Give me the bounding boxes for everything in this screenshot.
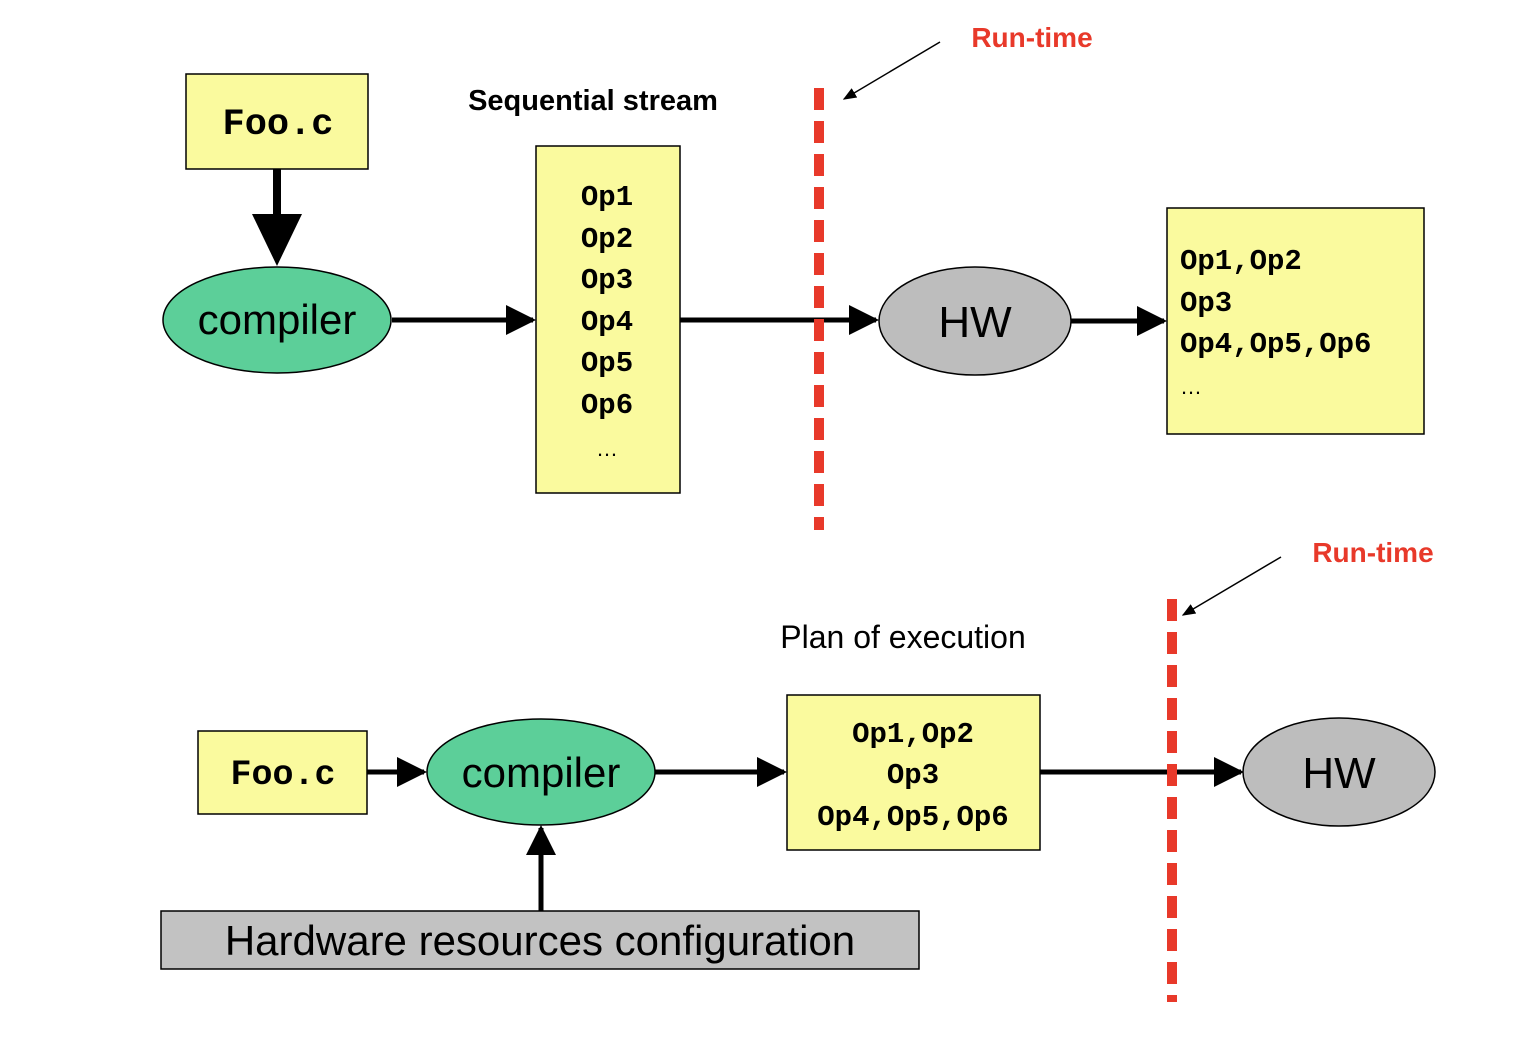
top-diagram: Foo.c compiler Sequential stream Op1 Op2… [162, 22, 1425, 530]
top-hw: HW [878, 266, 1072, 376]
top-stream-op: Op4 [581, 306, 633, 339]
top-stream-op: … [596, 436, 618, 461]
bottom-hw: HW [1242, 717, 1436, 827]
top-stream-op: Op2 [581, 223, 633, 256]
top-stream-op: Op5 [581, 347, 633, 380]
top-output-box: Op1,Op2 Op3 Op4,Op5,Op6 … [1166, 207, 1425, 435]
top-source-box: Foo.c [185, 73, 369, 170]
bottom-config-box: Hardware resources configuration [160, 910, 920, 970]
bottom-plan-op: Op4,Op5,Op6 [817, 801, 1008, 834]
bottom-diagram: Foo.c compiler Plan of execution Op1,Op2… [160, 537, 1436, 1002]
top-stream-box: Op1 Op2 Op3 Op4 Op5 Op6 … [535, 145, 681, 494]
top-stream-op: Op3 [581, 264, 633, 297]
top-stream-op: Op1 [581, 181, 633, 214]
bottom-plan-op: Op3 [887, 759, 939, 792]
bottom-hw-label: HW [1302, 749, 1376, 798]
bottom-config-label: Hardware resources configuration [225, 917, 855, 964]
top-stream-title: Sequential stream [468, 85, 718, 117]
top-compiler: compiler [162, 266, 392, 374]
bottom-plan-title: Plan of execution [780, 619, 1026, 655]
top-stream-op: Op6 [581, 389, 633, 422]
top-compiler-label: compiler [198, 296, 357, 343]
top-hw-label: HW [938, 298, 1012, 347]
top-output-op: Op4,Op5,Op6 [1180, 328, 1371, 361]
top-runtime-pointer [842, 41, 941, 100]
bottom-plan-box: Op1,Op2 Op3 Op4,Op5,Op6 [786, 694, 1041, 851]
top-runtime-label: Run-time [971, 22, 1092, 53]
bottom-compiler-label: compiler [462, 749, 621, 796]
top-output-op: Op3 [1180, 287, 1232, 320]
bottom-runtime-label: Run-time [1312, 537, 1433, 568]
bottom-source-box: Foo.c [197, 730, 368, 815]
top-source-label: Foo.c [222, 104, 333, 146]
bottom-source-label: Foo.c [230, 755, 335, 795]
bottom-runtime-pointer [1181, 556, 1282, 616]
bottom-plan-op: Op1,Op2 [852, 718, 974, 751]
top-output-op: … [1180, 374, 1202, 399]
bottom-compiler: compiler [426, 718, 656, 826]
top-source-to-compiler-arrow [252, 169, 302, 266]
top-output-op: Op1,Op2 [1180, 245, 1302, 278]
